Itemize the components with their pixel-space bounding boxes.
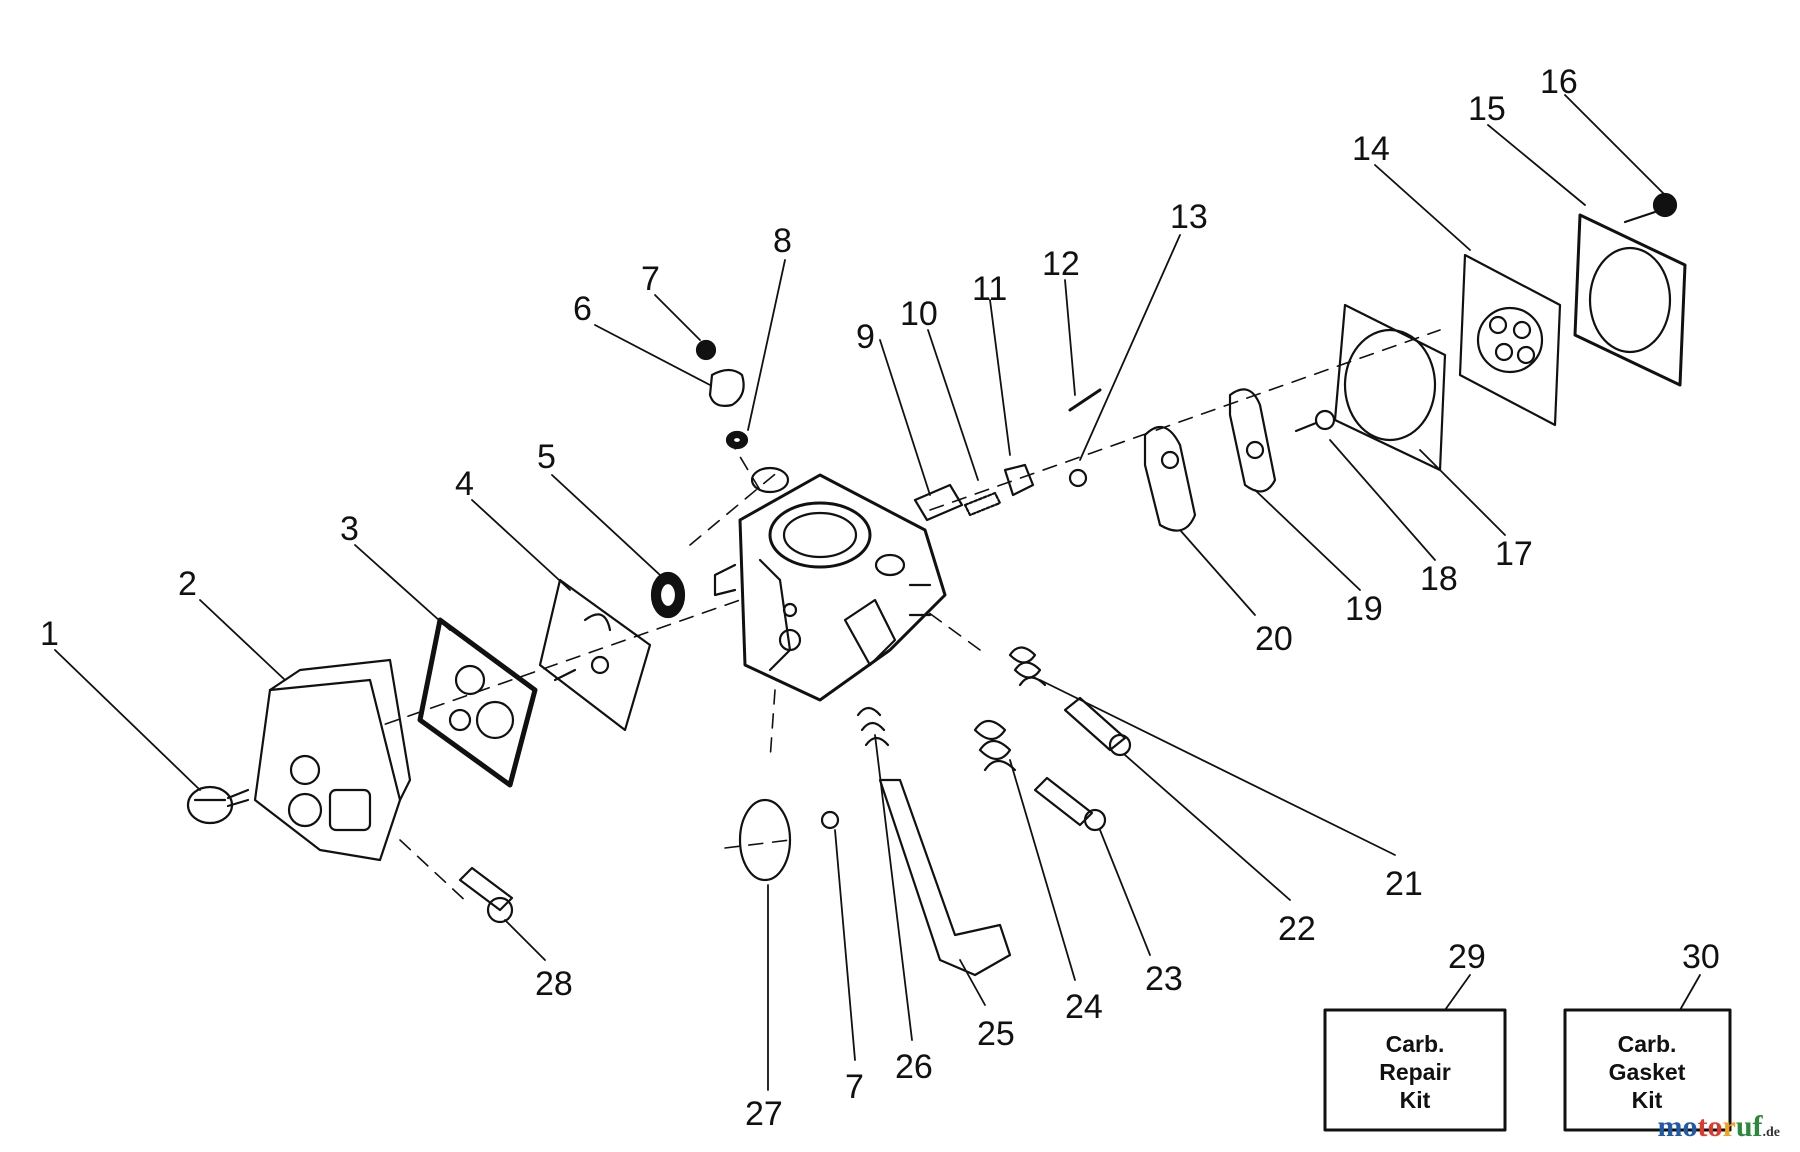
callout-7-lower: 7 bbox=[845, 1068, 864, 1106]
callout-15: 15 bbox=[1468, 90, 1506, 128]
callout-26: 26 bbox=[895, 1048, 933, 1086]
callout-13: 13 bbox=[1170, 198, 1208, 236]
part-metering-cover-15 bbox=[1573, 213, 1687, 387]
part-screw-1 bbox=[186, 785, 250, 825]
repair-kit-box bbox=[1323, 1008, 1507, 1132]
callout-5: 5 bbox=[537, 438, 556, 476]
watermark-logo: motoruf.de bbox=[1657, 1110, 1780, 1143]
part-needle-22 bbox=[1063, 696, 1132, 757]
part-pump-cover-2 bbox=[253, 658, 412, 862]
callout-8: 8 bbox=[773, 222, 792, 260]
callout-24: 24 bbox=[1065, 988, 1103, 1026]
callout-6: 6 bbox=[573, 290, 592, 328]
part-spring-24 bbox=[973, 719, 1017, 772]
part-gasket-17 bbox=[1333, 303, 1447, 472]
part-screw-28 bbox=[458, 866, 514, 924]
gasket-kit-line-3: Kit bbox=[1631, 1087, 1663, 1113]
callout-19: 19 bbox=[1345, 590, 1383, 628]
callout-23: 23 bbox=[1145, 960, 1183, 998]
callout-2: 2 bbox=[178, 565, 197, 603]
callout-28: 28 bbox=[535, 965, 573, 1003]
part-disc-27 bbox=[738, 798, 792, 882]
callout-1: 1 bbox=[40, 615, 59, 653]
callout-21: 21 bbox=[1385, 865, 1423, 903]
part-plate-19 bbox=[1228, 388, 1277, 493]
part-spring-26 bbox=[856, 706, 890, 747]
callout-10: 10 bbox=[900, 295, 938, 333]
gasket-kit-line-1: Carb. bbox=[1617, 1031, 1677, 1057]
part-diaphragm-14 bbox=[1458, 253, 1562, 427]
gasket-kit-box bbox=[1563, 1008, 1732, 1132]
gasket-kit-line-2: Gasket bbox=[1608, 1059, 1686, 1085]
part-screw-18 bbox=[1294, 409, 1336, 433]
gasket-kit-label: Carb. Gasket Kit bbox=[1557, 1030, 1737, 1114]
repair-kit-line-3: Kit bbox=[1399, 1087, 1431, 1113]
part-spring-21 bbox=[1008, 646, 1047, 687]
part-carburetor-body bbox=[713, 466, 947, 702]
callout-numbers: 1 2 3 4 5 6 7 8 9 10 11 12 13 14 15 16 1… bbox=[40, 63, 1720, 1133]
part-inlet-6-7-8 bbox=[695, 339, 749, 450]
callout-30: 30 bbox=[1682, 938, 1720, 976]
assembly-axis-lines bbox=[339, 329, 1441, 906]
callout-18: 18 bbox=[1420, 560, 1458, 598]
callout-4: 4 bbox=[455, 465, 474, 503]
repair-kit-line-2: Repair bbox=[1379, 1059, 1451, 1085]
part-needle-23 bbox=[1033, 776, 1107, 832]
callout-3: 3 bbox=[340, 510, 359, 548]
part-gasket-3 bbox=[417, 617, 538, 788]
callout-29: 29 bbox=[1448, 938, 1486, 976]
callout-11: 11 bbox=[972, 270, 1007, 308]
leader-lines bbox=[54, 94, 1701, 1091]
callout-22: 22 bbox=[1278, 910, 1316, 948]
callout-7: 7 bbox=[641, 260, 660, 298]
callout-9: 9 bbox=[856, 318, 875, 356]
part-plate-20 bbox=[1143, 425, 1197, 532]
callout-20: 20 bbox=[1255, 620, 1293, 658]
callout-25: 25 bbox=[977, 1015, 1015, 1053]
part-diaphragm-4 bbox=[538, 578, 652, 732]
part-lever-25 bbox=[878, 778, 1012, 977]
part-shaft-9-13 bbox=[913, 388, 1102, 522]
callout-16: 16 bbox=[1540, 63, 1578, 101]
part-filter-screen-5 bbox=[650, 571, 686, 619]
repair-kit-line-1: Carb. bbox=[1385, 1031, 1445, 1057]
part-screw-7-lower bbox=[820, 810, 840, 830]
callout-27: 27 bbox=[745, 1095, 783, 1133]
callout-14: 14 bbox=[1352, 130, 1390, 168]
callout-12: 12 bbox=[1042, 245, 1080, 283]
callout-17: 17 bbox=[1495, 535, 1533, 573]
repair-kit-label: Carb. Repair Kit bbox=[1325, 1030, 1505, 1114]
part-screw-16 bbox=[1623, 192, 1678, 224]
